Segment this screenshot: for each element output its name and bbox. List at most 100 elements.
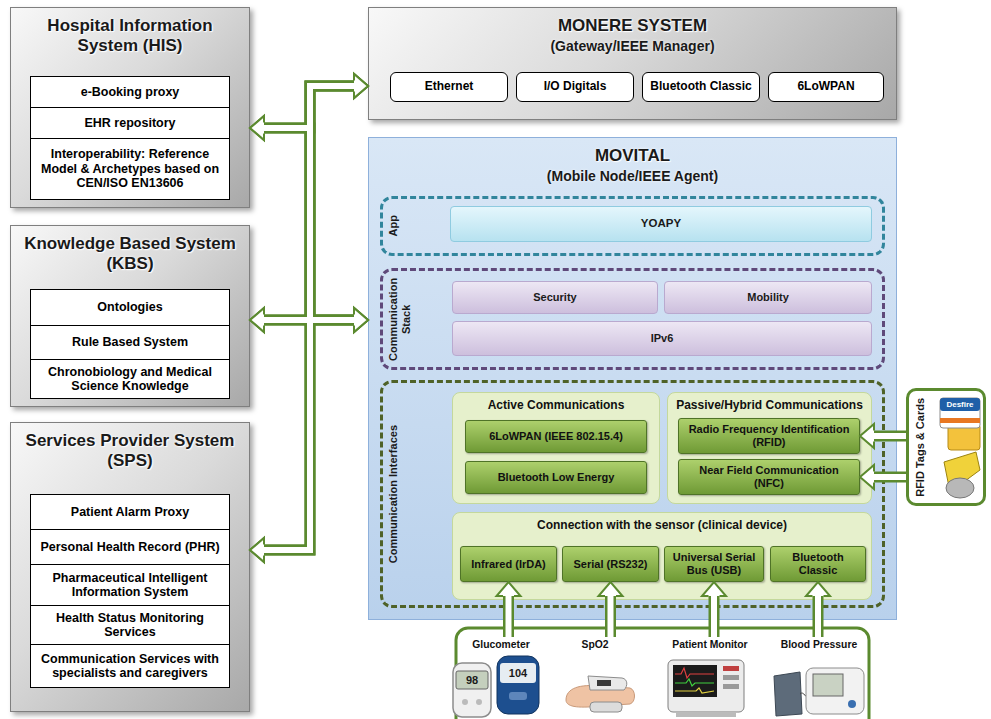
heading: Connection with the sensor (clinical dev… <box>459 519 865 533</box>
illustration-label: 104 <box>500 664 536 682</box>
label-text: Active Communications <box>459 399 653 413</box>
tube-outline <box>874 472 906 483</box>
layer-region: Communication InterfacesActive Communica… <box>380 380 885 608</box>
tube-outline <box>605 596 616 637</box>
label-text: Serial (RS232) <box>574 558 648 571</box>
label-text: Ethernet <box>425 80 474 94</box>
arrow-head <box>250 538 264 562</box>
system-panel: Services Provider System (SPS)Patient Al… <box>10 422 250 712</box>
tube-inside <box>506 596 512 637</box>
component-box: Pharmaceutical Intelligent Information S… <box>30 564 230 606</box>
tube-inside <box>264 128 354 320</box>
label-text: 6LoWPAN (IEEE 802.15.4) <box>489 430 623 443</box>
label-text: Universal Serial Bus (USB) <box>670 551 758 576</box>
label-text: Passive/Hybrid Communications <box>674 399 865 413</box>
label-text: Near Field Communication (NFC) <box>684 464 854 489</box>
sub-label-text: (Mobile Node/IEEE Agent) <box>375 168 890 185</box>
device-label: SpO2 <box>565 637 625 653</box>
key-fob <box>946 478 974 498</box>
cuff <box>774 672 802 716</box>
label-text: RFID Tags & Cards <box>914 398 927 497</box>
component-box: Health Status Monitoring Services <box>30 605 230 645</box>
glucometer-blue <box>497 656 539 714</box>
bp-body <box>806 668 864 714</box>
heading: MOVITAL (Mobile Node/IEEE Agent) <box>375 146 890 184</box>
glucometer-body <box>497 656 539 714</box>
group-panel: Passive/Hybrid CommunicationsRadio Frequ… <box>667 392 872 504</box>
arrow-head <box>497 582 521 596</box>
label-text: Ontologies <box>97 300 162 314</box>
monitor-screen <box>673 665 717 697</box>
node-panel: MOVITAL (Mobile Node/IEEE Agent) App YOAPY C… <box>368 137 897 620</box>
glucometer-display <box>500 663 536 683</box>
arrow-head <box>354 74 368 98</box>
monitor-body <box>668 660 744 712</box>
tube-outline <box>264 128 354 320</box>
label-text: Blood Pressure <box>781 639 857 651</box>
device-group-outline <box>456 628 869 719</box>
label-text: e-Booking proxy <box>81 85 180 99</box>
label-text: MOVITAL <box>375 146 890 166</box>
heading: Passive/Hybrid Communications <box>674 399 865 413</box>
connector <box>264 128 354 320</box>
blood-pressure-monitor <box>774 668 864 716</box>
card-stripe <box>940 418 980 423</box>
glucometer-grey <box>453 663 491 717</box>
tube-outline <box>264 86 354 550</box>
arrow-head <box>702 582 726 596</box>
interface-button: Radio Frequency Identification (RFID) <box>678 418 860 454</box>
arrow-head <box>860 465 874 489</box>
heading: Hospital Information System (HIS) <box>17 16 243 55</box>
trace <box>675 679 714 686</box>
label-text: Bluetooth Low Energy <box>498 471 615 484</box>
label-text: Mobility <box>747 291 789 304</box>
system-panel: Hospital Information System (HIS) e-Booki… <box>10 7 250 208</box>
label-text: Glucometer <box>472 639 529 651</box>
arrow-head <box>599 582 623 596</box>
label-text: Bluetooth Classic <box>650 80 751 94</box>
rfid-cards <box>940 398 980 498</box>
heading: MONERE SYSTEM(Gateway/IEEE Manager) <box>375 16 890 54</box>
arrow-head <box>354 74 368 98</box>
connector <box>874 477 906 478</box>
card-band <box>940 398 980 411</box>
label-text: Patient Monitor <box>672 639 747 651</box>
label-text: App <box>387 215 400 236</box>
label-text: YOAPY <box>641 217 681 230</box>
clip-display <box>597 680 611 686</box>
device-label: Patient Monitor <box>655 637 765 653</box>
label-text: IPv6 <box>651 332 674 345</box>
monitor-button <box>723 675 739 680</box>
interface-box: 6LoWPAN <box>768 72 884 102</box>
arrow-head-layer <box>250 74 874 596</box>
label-text: Pharmaceutical Intelligent Information S… <box>36 571 224 600</box>
glucometer-button <box>476 699 482 705</box>
tube-inside <box>711 596 717 637</box>
label-text: Communication Stack <box>387 275 412 363</box>
interface-button: Serial (RS232) <box>562 546 659 582</box>
arrow-head <box>354 308 368 332</box>
tube-inside <box>815 596 821 637</box>
trace <box>675 668 714 678</box>
tube-inside <box>874 474 906 480</box>
heading: Knowledge Based System (KBS) <box>17 234 243 273</box>
glucometer-button <box>462 699 468 705</box>
label-text: Communication Services with specialists … <box>36 652 224 681</box>
heading: Active Communications <box>459 399 653 413</box>
device-label: Glucometer <box>455 637 547 653</box>
interface-button: Near Field Communication (NFC) <box>678 459 860 495</box>
interface-button: Universal Serial Bus (USB) <box>664 546 764 582</box>
arrow-head <box>250 308 264 332</box>
tube-outline <box>503 596 514 637</box>
label-text: Health Status Monitoring Services <box>36 611 224 640</box>
label-text: Bluetooth Classic <box>776 551 860 576</box>
finger-clip <box>588 676 627 690</box>
tube-outline-layer <box>264 86 906 637</box>
tube-inside <box>874 433 906 439</box>
system-panel: MONERE SYSTEM(Gateway/IEEE Manager) Ether… <box>368 7 897 120</box>
tube-inside <box>264 320 354 550</box>
monitor-button <box>723 684 739 689</box>
patient-monitor <box>668 660 744 717</box>
illustration-label: 98 <box>456 671 488 689</box>
